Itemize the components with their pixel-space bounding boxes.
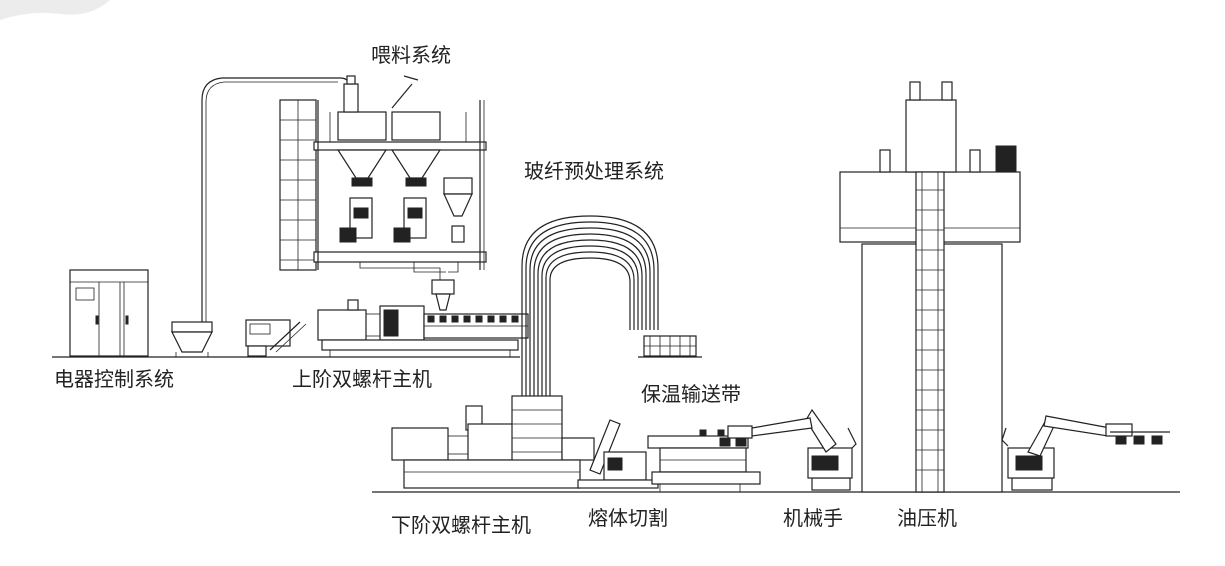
- hydraulic-press: [839, 81, 1021, 493]
- label-lower-twin-screw: 下阶双螺杆主机: [391, 513, 531, 537]
- electrical-cabinet: [69, 269, 149, 357]
- label-electrical-control: 电器控制系统: [54, 367, 174, 391]
- fiber-creels: [638, 335, 702, 358]
- label-glass-fiber-pretreatment: 玻纤预处理系统: [524, 159, 664, 183]
- label-melt-cutting: 熔体切割: [588, 506, 668, 530]
- robot-arm-right: [1001, 415, 1170, 491]
- label-insulated-conveyor: 保温输送带: [641, 382, 741, 406]
- melt-cutter: [577, 419, 659, 489]
- upper-twin-screw-extruder: [317, 299, 529, 357]
- glass-fiber-strands: [521, 215, 659, 400]
- feeding-system: [279, 75, 487, 311]
- lower-twin-screw-extruder: [391, 395, 595, 489]
- corner-shade: [0, 0, 110, 20]
- label-robot-arm: 机械手: [783, 506, 843, 530]
- label-upper-twin-screw: 上阶双螺杆主机: [292, 367, 432, 391]
- robot-arm-left: [719, 408, 857, 491]
- side-feeder: [245, 319, 307, 357]
- label-feeding-system: 喂料系统: [371, 43, 451, 67]
- insulated-conveyor: [647, 429, 761, 492]
- label-hydraulic-press: 油压机: [897, 506, 957, 530]
